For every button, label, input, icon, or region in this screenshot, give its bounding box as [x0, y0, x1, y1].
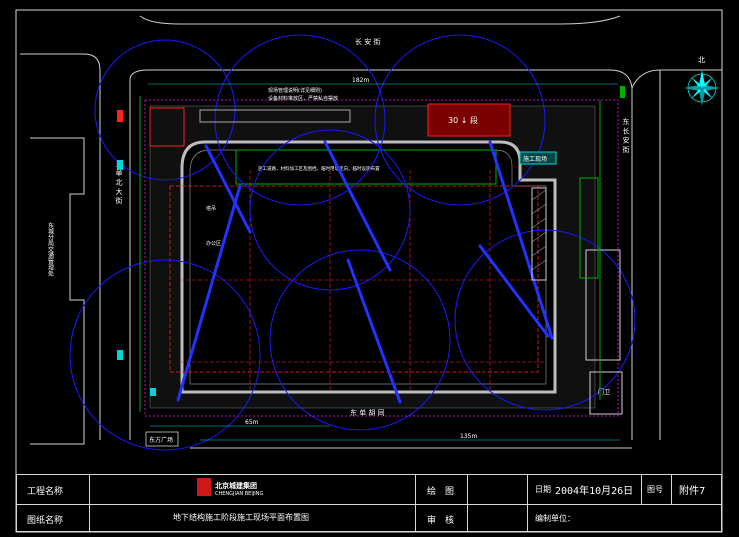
- crane-radius-4: [69, 259, 261, 451]
- road-edge-west-inner: [129, 69, 633, 440]
- east-building-green: [579, 177, 599, 279]
- unit-label: 编制单位：: [535, 514, 575, 523]
- title-block-col-2: [415, 475, 416, 531]
- north-compass: [684, 70, 720, 106]
- guard-label: 门卫: [598, 388, 610, 396]
- road-label-east: 东 长 安 街: [622, 117, 630, 154]
- basement-wall-inner: [189, 149, 547, 385]
- dimension-bottom-inner: 65m: [245, 419, 259, 426]
- crane-boom-4: [346, 258, 402, 404]
- office-note: 办公区: [206, 240, 221, 247]
- gate-sign-text: 施工现场: [523, 155, 547, 163]
- crane-note: 塔吊: [206, 205, 216, 212]
- legend-text: 设备材料堆放区，严禁私自摆放: [268, 95, 338, 102]
- title-block-col-1: [89, 475, 90, 531]
- cooling-tower-tag: 30 ↓ 段: [448, 115, 478, 125]
- title-block-col-4: [527, 475, 528, 531]
- crane-boom-6: [478, 244, 550, 338]
- review-label: 审 核: [427, 516, 455, 526]
- company-name-en: CHENGJIAN BEIJING: [215, 491, 264, 497]
- road-label-west: 东 单 北 大 街: [115, 159, 123, 205]
- crane-boom-2: [176, 184, 242, 402]
- dimension-bottom: 135m: [460, 433, 477, 440]
- sheet-value: 附件7: [679, 486, 706, 497]
- date-label: 日期: [535, 485, 551, 494]
- crane-radius-7: [249, 129, 411, 291]
- legend-title: 现场管理说明(详见细则): [268, 87, 322, 94]
- road-edge-northeast: [631, 69, 722, 89]
- compass-label: 北: [698, 56, 705, 64]
- company-name: 北京城建集团: [215, 482, 257, 490]
- title-block-col-5: [641, 475, 642, 504]
- drawing-name: 地下结构施工阶段施工现场平面布置图: [173, 513, 309, 522]
- road-label-north: 长 安 街: [355, 37, 380, 46]
- drawing-frame: [15, 9, 723, 533]
- dimension-top: 182m: [352, 77, 369, 84]
- east-building: [585, 249, 621, 361]
- gate-sign: [519, 151, 557, 165]
- project-label: 工程名称: [27, 487, 64, 497]
- crane-radius-2: [214, 34, 386, 206]
- title-block: 工程名称 图纸名称 北京城建集团 CHENGJIAN BEIJING 地下结构施…: [16, 474, 722, 532]
- bottom-left-tag-text: 东方广场: [149, 436, 173, 444]
- road-edge-northwest: [20, 53, 101, 71]
- crane-boom-1: [204, 144, 252, 234]
- road-edge-north: [139, 15, 621, 25]
- crane-booms: [176, 140, 554, 404]
- west-building-label: 东城分局交通管理处: [47, 221, 54, 277]
- crane-radius-6: [454, 229, 636, 411]
- crane-radius-5: [269, 249, 451, 431]
- material-yard: [531, 187, 547, 281]
- crane-boom-3: [323, 140, 392, 272]
- markers: [117, 86, 625, 396]
- office-block-2: [199, 109, 351, 123]
- crane-radii: [69, 34, 636, 451]
- title-block-col-3: [467, 475, 468, 531]
- drawing-label: 图纸名称: [27, 516, 64, 526]
- crane-radius-3: [374, 34, 546, 206]
- road-label-south: 东 单 胡 同: [350, 408, 385, 417]
- green-zone: [235, 149, 497, 185]
- office-block: [149, 107, 185, 147]
- company-logo: [197, 478, 211, 496]
- sheet-label: 图号: [647, 485, 663, 494]
- title-block-col-6: [671, 475, 672, 504]
- basement-wall: [180, 140, 557, 394]
- site-boundary: [144, 99, 619, 417]
- bottom-left-tag: [145, 431, 179, 447]
- crane-boom-5: [488, 140, 554, 340]
- draw-label: 绘 图: [427, 487, 455, 497]
- west-building-outline: [30, 137, 85, 445]
- cooling-tower-area: [427, 103, 511, 137]
- south-guard-house: [589, 371, 623, 415]
- date-value: 2004年10月26日: [555, 486, 634, 497]
- material-yard-hatch: [531, 189, 547, 271]
- title-block-row-divider: [17, 504, 721, 505]
- green-zone-text: 施工道路，材料加工区及围挡，临时用电走向，临时设施布置: [258, 165, 380, 172]
